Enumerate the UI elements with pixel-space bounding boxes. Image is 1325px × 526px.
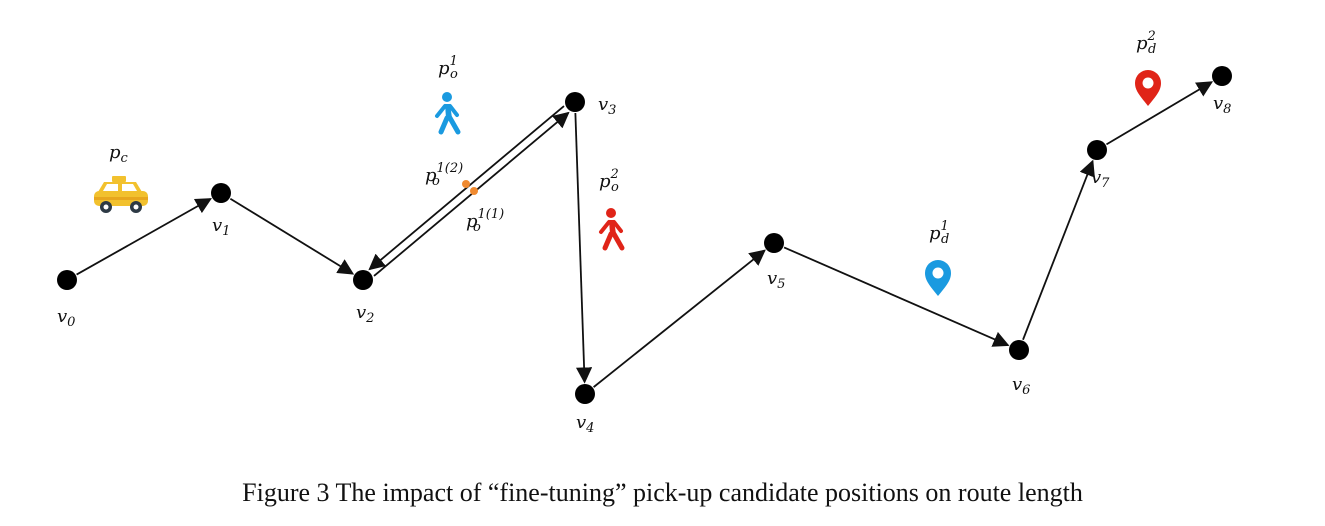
route-nodes — [57, 66, 1232, 404]
label-pc: pc — [109, 142, 129, 166]
node-v8 — [1212, 66, 1232, 86]
node-v2 — [353, 270, 373, 290]
node-label-v2: v2 — [356, 302, 374, 326]
figure-caption: Figure 3 The impact of “fine-tuning” pic… — [242, 478, 1083, 507]
node-v0 — [57, 270, 77, 290]
taxi-icon — [94, 176, 148, 213]
node-v7 — [1087, 140, 1107, 160]
node-v3 — [565, 92, 585, 112]
node-label-v6: v6 — [1012, 374, 1030, 398]
node-label-v1: v1 — [212, 215, 230, 239]
node-label-v5: v5 — [767, 268, 785, 292]
node-label-v3: v3 — [598, 94, 616, 118]
node-label-v7: v7 — [1091, 167, 1110, 191]
node-v4 — [575, 384, 595, 404]
node-v5 — [764, 233, 784, 253]
candidate-point-1-1 — [470, 187, 478, 195]
edge-v1-v2 — [229, 197, 355, 275]
node-v6 — [1009, 340, 1029, 360]
edge-v4-v5 — [593, 249, 766, 388]
node-label-v4: v4 — [576, 412, 594, 436]
pedestrian-icon — [599, 208, 625, 251]
pedestrian-icon — [435, 92, 461, 135]
location-pin-icon — [925, 260, 951, 296]
node-v1 — [211, 183, 231, 203]
route-edges — [76, 81, 1214, 388]
edge-v6-v7 — [1022, 159, 1095, 341]
label-po1-2: p1(2)o — [425, 161, 463, 189]
edge-v2-v3 — [373, 111, 570, 277]
edge-v7-v8 — [1106, 81, 1214, 146]
edge-v5-v6 — [783, 246, 1010, 347]
edge-v0-v1 — [76, 198, 212, 276]
node-label-v0: v0 — [57, 306, 75, 330]
node-label-v8: v8 — [1213, 93, 1231, 117]
edge-v3-v4 — [574, 112, 593, 384]
candidate-point-1-2 — [462, 180, 470, 188]
location-pin-icon — [1135, 70, 1161, 106]
label-po1-1: p1(1)o — [466, 207, 504, 235]
